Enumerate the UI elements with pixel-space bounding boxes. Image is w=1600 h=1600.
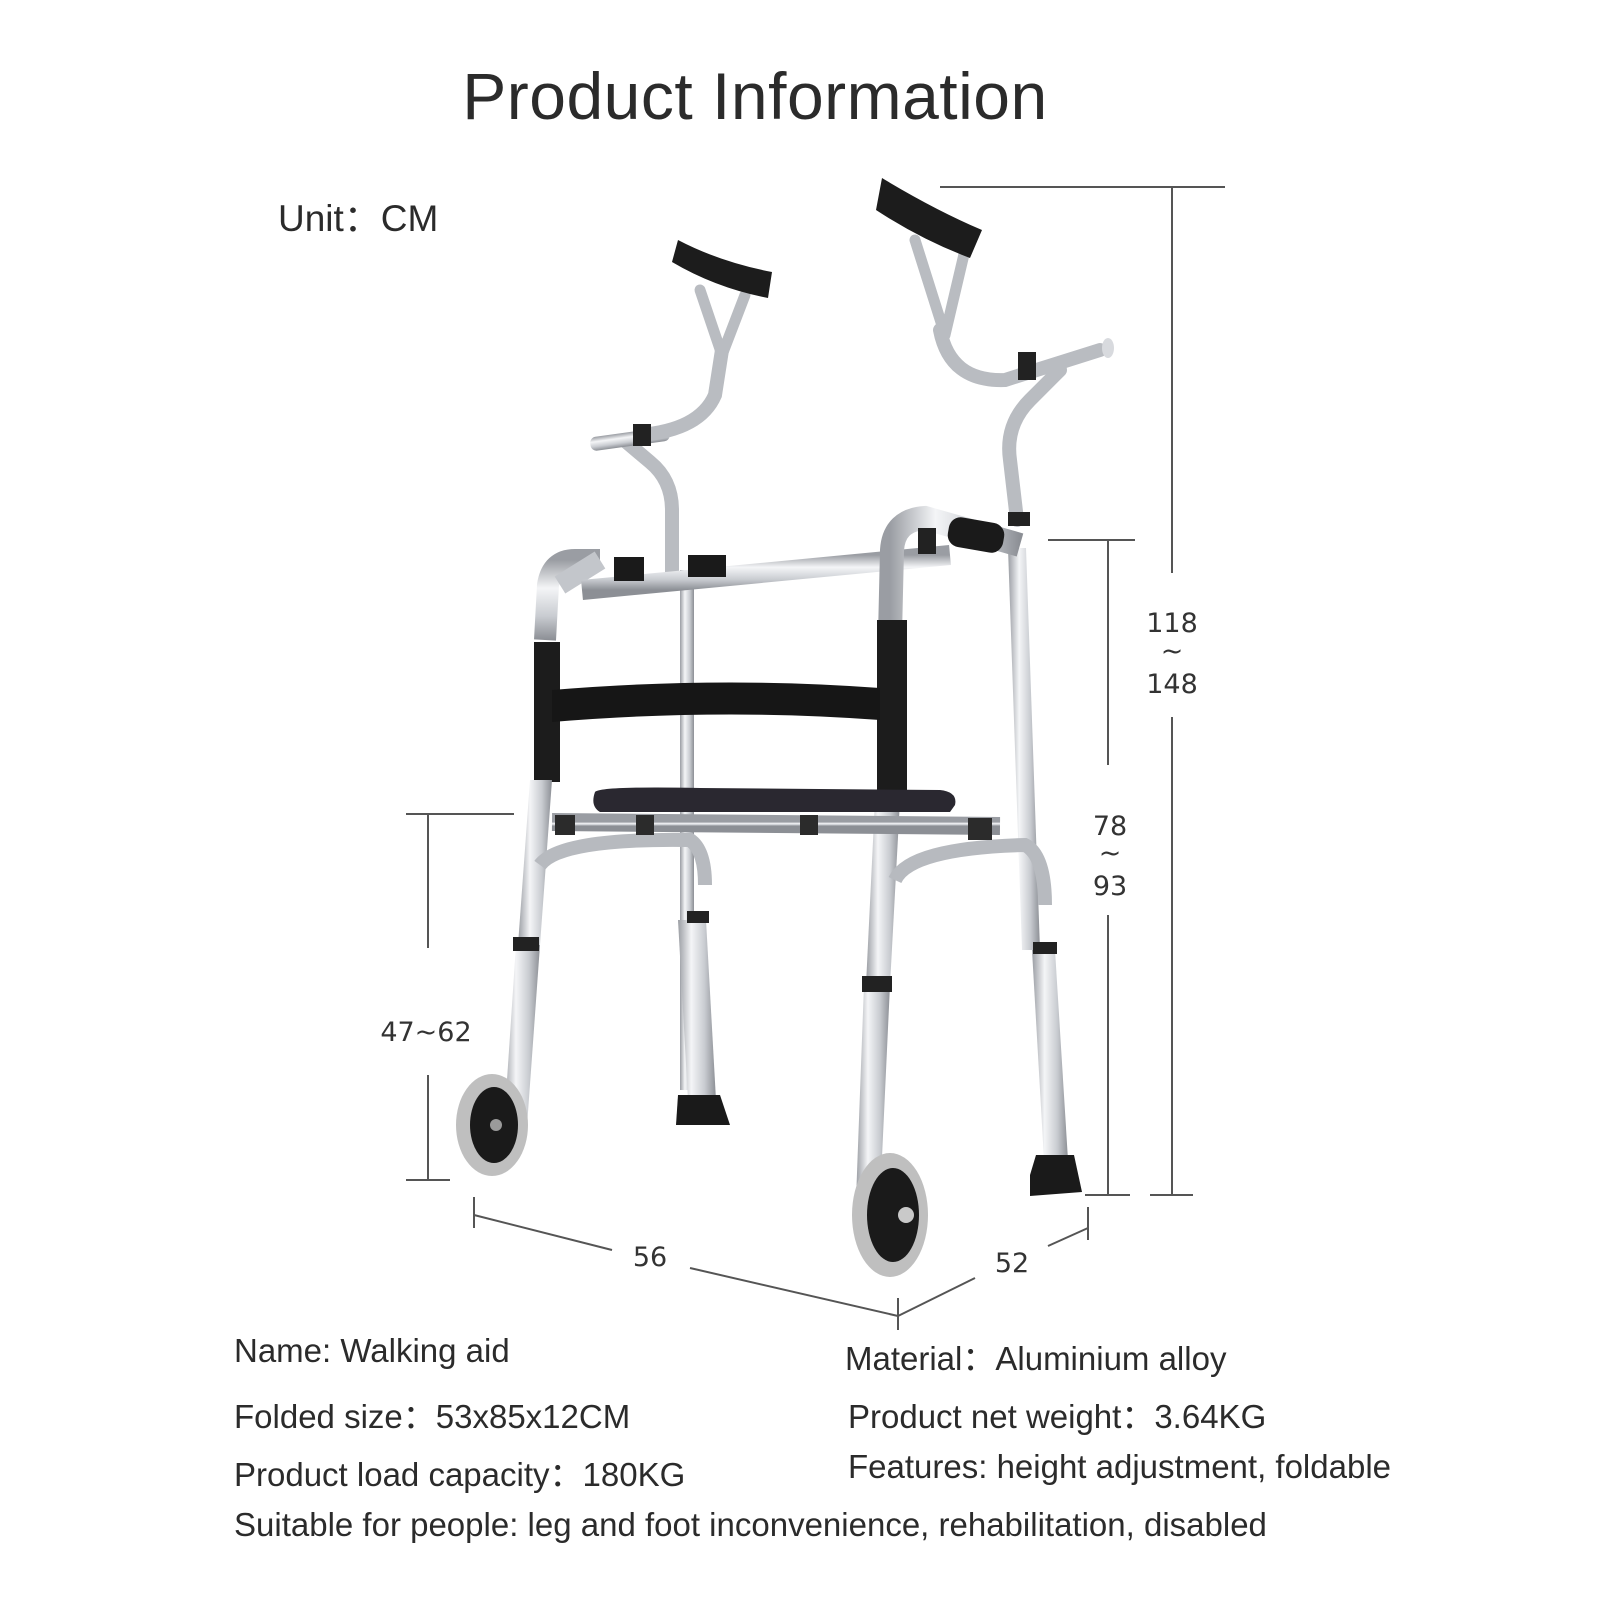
front-left-wheel <box>456 1074 528 1176</box>
handle-height-max-label: 93 <box>1093 871 1127 902</box>
backrest-bar <box>552 682 880 722</box>
spec-net-weight: Product net weight：3.64KG <box>848 1398 1267 1435</box>
unit-label: Unit：CM <box>278 198 439 239</box>
right-underarm-support <box>876 178 1114 527</box>
spec-material: Material：Aluminium alloy <box>845 1340 1227 1377</box>
front-right-wheel <box>852 1153 928 1277</box>
spec-load-capacity: Product load capacity：180KG <box>234 1456 686 1493</box>
handle-height-min-label: 78 <box>1093 811 1127 842</box>
dimension-lines <box>406 186 1225 1330</box>
total-height-min-label: 118 <box>1146 608 1198 639</box>
walker-illustration <box>456 178 1114 1277</box>
page-title: Product Information <box>462 59 1048 133</box>
total-height-sep-label: ~ <box>1161 636 1184 667</box>
width-label: 56 <box>633 1242 667 1273</box>
left-underarm-support <box>590 240 772 582</box>
top-frame <box>534 505 1024 641</box>
spec-features: Features: height adjustment, foldable <box>848 1448 1392 1485</box>
spec-folded-size: Folded size：53x85x12CM <box>234 1398 631 1435</box>
spec-name: Name: Walking aid <box>234 1332 510 1369</box>
handle-height-sep-label: ~ <box>1099 838 1122 869</box>
front-left-leg <box>503 642 560 1140</box>
spec-suitable: Suitable for people: leg and foot inconv… <box>234 1506 1267 1543</box>
front-right-leg <box>856 620 907 1200</box>
seat <box>534 787 1052 906</box>
total-height-max-label: 148 <box>1146 669 1198 700</box>
seat-height-label: 47~62 <box>380 1017 471 1048</box>
depth-label: 52 <box>995 1248 1029 1279</box>
